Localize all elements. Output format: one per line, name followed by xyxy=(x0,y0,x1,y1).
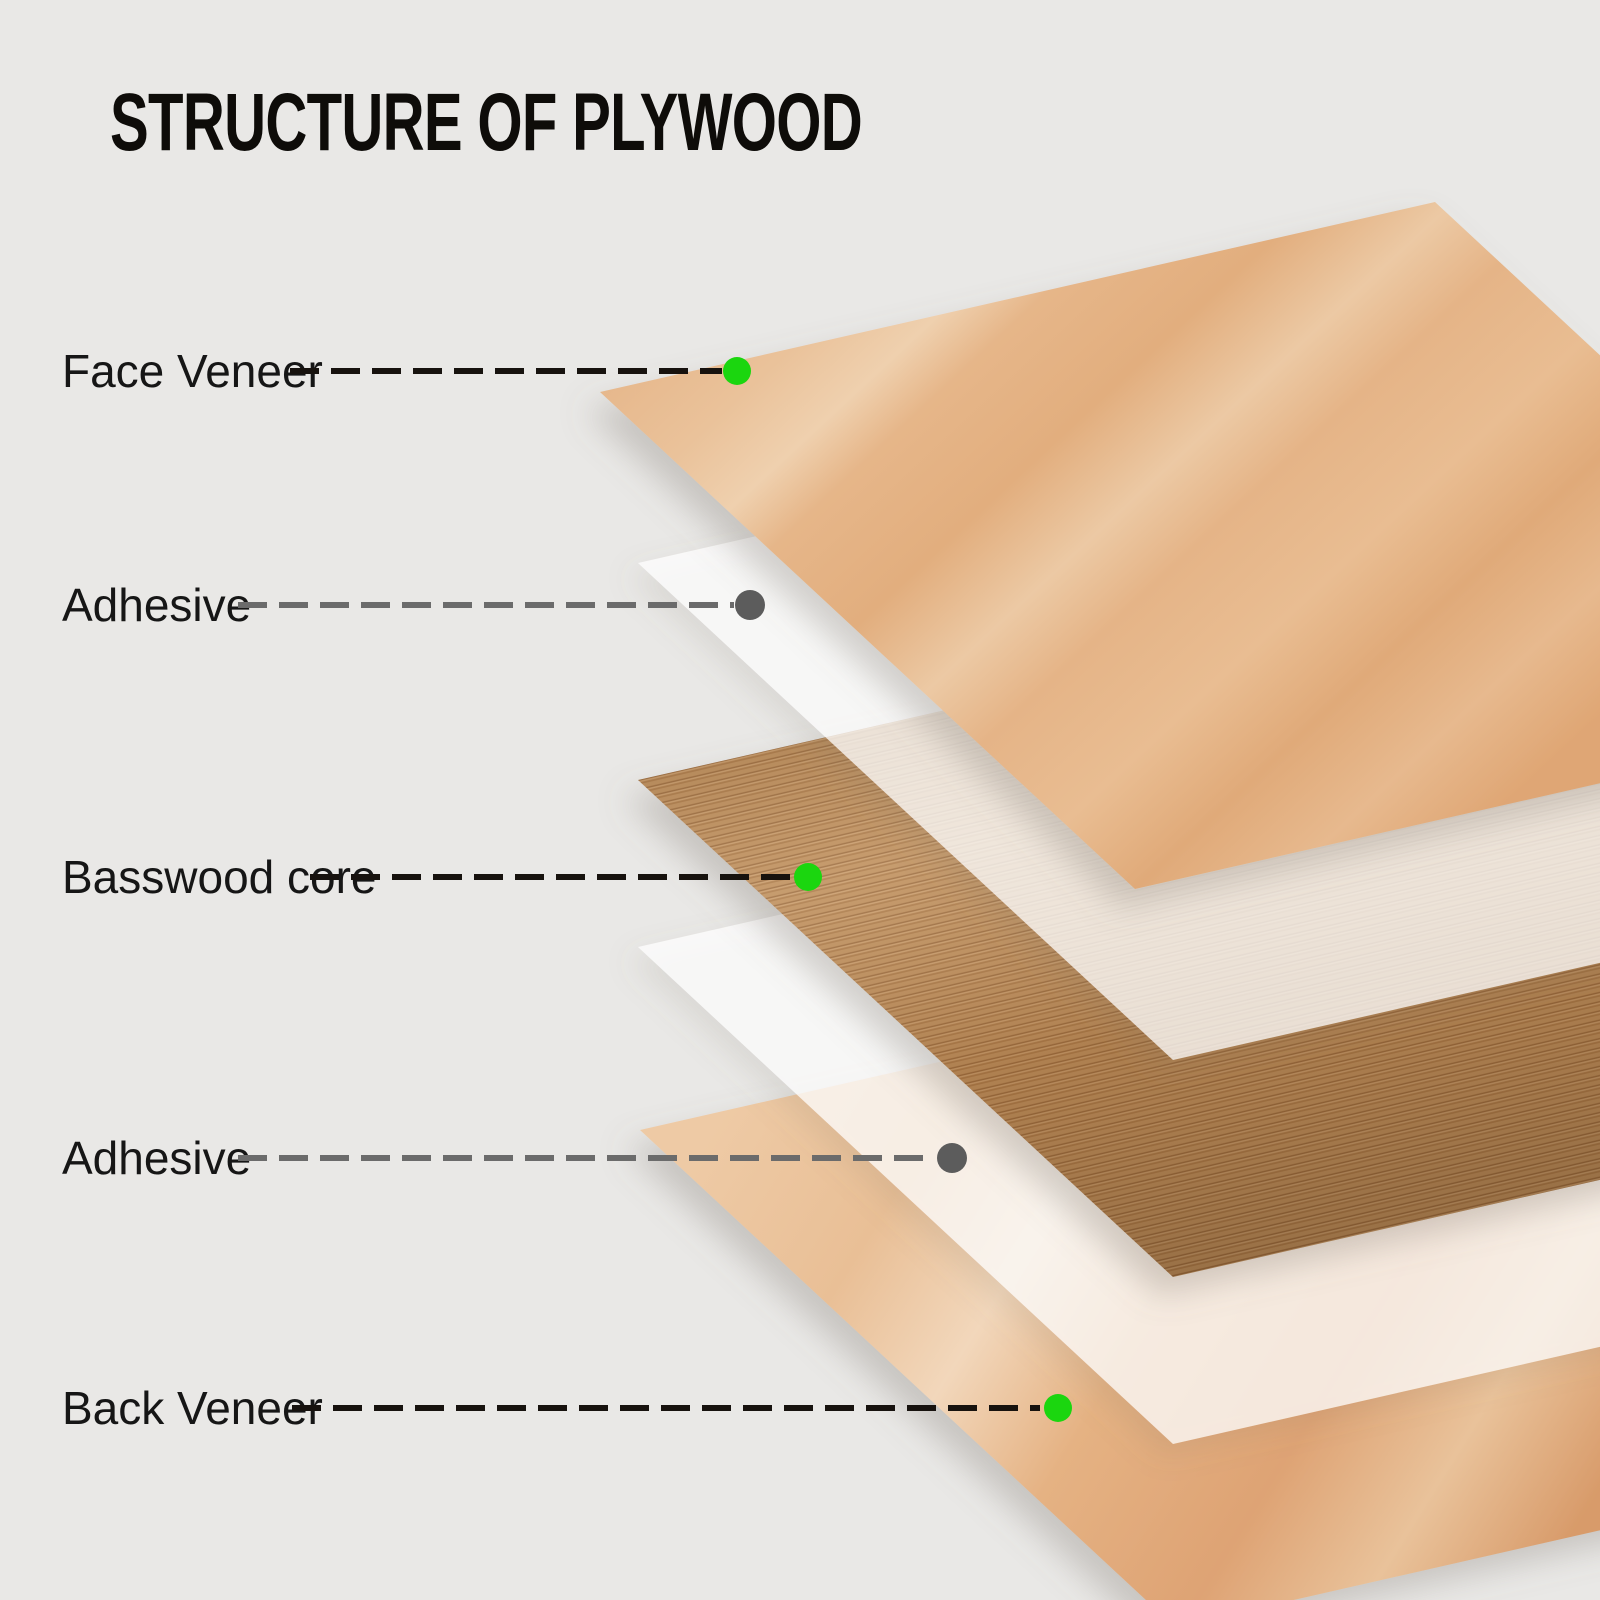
callout-adhesive-top: Adhesive xyxy=(62,579,765,631)
callout-face-veneer: Face Veneer xyxy=(62,345,751,397)
adhesive-top-label: Adhesive xyxy=(62,579,251,631)
back-veneer-label: Back Veneer xyxy=(62,1382,323,1434)
callout-adhesive-bottom: Adhesive xyxy=(62,1132,967,1184)
face-veneer-label: Face Veneer xyxy=(62,345,323,397)
adhesive-bottom-dot xyxy=(937,1143,967,1173)
adhesive-top-dot xyxy=(735,590,765,620)
back-veneer-dot xyxy=(1044,1394,1072,1422)
callout-back-veneer: Back Veneer xyxy=(62,1382,1072,1434)
callout-basswood-core: Basswood core xyxy=(62,851,822,903)
adhesive-bottom-label: Adhesive xyxy=(62,1132,251,1184)
face-veneer-dot xyxy=(723,357,751,385)
page-title: STRUCTURE OF PLYWOOD xyxy=(110,77,862,168)
basswood-core-dot xyxy=(794,863,822,891)
layer-face-veneer xyxy=(600,202,1600,889)
face-veneer-surface xyxy=(600,202,1600,889)
